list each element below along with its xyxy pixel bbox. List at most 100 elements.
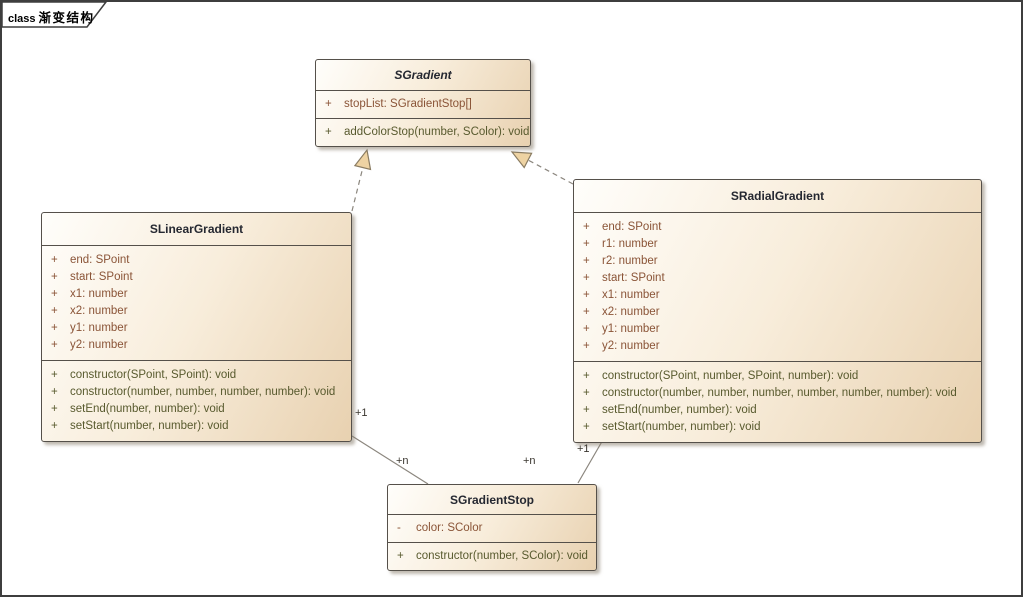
attribute-row: + stopList: SGradientStop[]	[316, 96, 530, 113]
diagram-title: 渐变结构	[38, 11, 95, 25]
member-text: constructor(SPoint, number, SPoint, numb…	[602, 370, 859, 382]
visibility-symbol: +	[51, 254, 58, 266]
realization-connector-linear[interactable]	[351, 148, 372, 212]
attribute-row: + x2: number	[42, 303, 351, 320]
member-text: stopList: SGradientStop[]	[344, 98, 472, 110]
class-box-sradialgradient[interactable]: SRadialGradient +end: SPoint+r1: number+…	[573, 179, 982, 443]
attributes-compartment: -color: SColor	[388, 515, 596, 543]
member-text: constructor(number, number, number, numb…	[70, 386, 336, 398]
operation-row: +setStart(number, number): void	[42, 418, 351, 435]
visibility-symbol: +	[51, 386, 58, 398]
member-text: r2: number	[602, 255, 658, 267]
member-text: addColorStop(number, SColor): void	[344, 126, 530, 138]
member-text: constructor(number, number, number, numb…	[602, 387, 957, 399]
member-text: end: SPoint	[602, 221, 662, 233]
attribute-row: + end: SPoint	[42, 252, 351, 269]
visibility-symbol: +	[51, 271, 58, 283]
attribute-row: + x1: number	[574, 287, 981, 304]
visibility-symbol: +	[397, 550, 404, 562]
operation-row: + setStart(number, number): void	[574, 419, 981, 436]
member-text: start: SPoint	[602, 272, 665, 284]
attribute-row: + y1: number	[42, 320, 351, 337]
operations-compartment: + addColorStop(number, SColor): void	[316, 119, 530, 146]
visibility-symbol: +	[325, 98, 332, 110]
attributes-compartment: +end: SPoint+start: SPoint+x1: number+x2…	[42, 246, 351, 361]
attribute-row: + r1: number	[574, 236, 981, 253]
visibility-symbol: +	[325, 126, 332, 138]
operations-compartment: + constructor(number, SColor): void	[388, 543, 596, 570]
visibility-symbol: +	[583, 387, 590, 399]
member-text: x1: number	[70, 288, 128, 300]
member-text: setEnd(number, number): void	[70, 403, 225, 415]
multiplicity-label: +n	[523, 455, 536, 467]
member-text: constructor(SPoint, SPoint): void	[70, 369, 237, 381]
operation-row: + setEnd(number, number): void	[42, 401, 351, 418]
operation-row: + addColorStop(number, SColor): void	[316, 124, 530, 141]
visibility-symbol: +	[51, 369, 58, 381]
operations-compartment: + constructor(SPoint, SPoint): void + const…	[42, 361, 351, 441]
member-text: constructor(number, SColor): void	[416, 550, 588, 562]
association-radial-stop[interactable]	[577, 437, 605, 484]
member-text: setEnd(number, number): void	[602, 404, 757, 416]
visibility-symbol: +	[583, 404, 590, 416]
attribute-row: + x1: number	[42, 286, 351, 303]
attribute-row: + start: SPoint	[574, 270, 981, 287]
member-text: x1: number	[602, 289, 660, 301]
attribute-row: + end: SPoint	[574, 219, 981, 236]
visibility-symbol: +	[583, 255, 590, 267]
attribute-row: + r2: number	[574, 253, 981, 270]
operations-compartment: + constructor(SPoint, number, SPoint, num…	[574, 362, 981, 442]
attribute-row: + x2: number	[574, 304, 981, 321]
association-linear-stop[interactable]	[351, 435, 429, 485]
realization-connector-radial[interactable]	[510, 151, 574, 185]
operation-row: + setEnd(number, number): void	[574, 402, 981, 419]
visibility-symbol: +	[51, 305, 58, 317]
visibility-symbol: +	[583, 323, 590, 335]
visibility-symbol: +	[583, 289, 590, 301]
member-text: y1: number	[602, 323, 660, 335]
member-text: x2: number	[602, 306, 660, 318]
class-title: SGradient	[316, 60, 530, 91]
attributes-compartment: + stopList: SGradientStop[]	[316, 91, 530, 119]
attributes-compartment: + end: SPoint + r1: number + r2: number + start…	[574, 213, 981, 362]
visibility-symbol: +	[583, 221, 590, 233]
member-text: y2: number	[70, 339, 128, 351]
member-text: setStart(number, number): void	[602, 421, 761, 433]
visibility-symbol: +	[583, 421, 590, 433]
class-box-sgradientstop[interactable]: SGradientStop -color: SColor + constructo…	[387, 484, 597, 571]
realization-arrowhead-icon	[510, 151, 533, 169]
operation-row: + constructor(SPoint, number, SPoint, num…	[574, 368, 981, 385]
member-text: x2: number	[70, 305, 128, 317]
attribute-row: -color: SColor	[388, 520, 596, 537]
visibility-symbol: +	[51, 288, 58, 300]
visibility-symbol: -	[397, 522, 401, 534]
visibility-symbol: +	[583, 306, 590, 318]
visibility-symbol: +	[583, 238, 590, 250]
member-text: end: SPoint	[70, 254, 130, 266]
operation-row: + constructor(SPoint, SPoint): void	[42, 367, 351, 384]
visibility-symbol: +	[583, 272, 590, 284]
member-text: setStart(number, number): void	[70, 420, 229, 432]
visibility-symbol: +	[51, 403, 58, 415]
member-text: y1: number	[70, 322, 128, 334]
multiplicity-label: +1	[355, 407, 368, 419]
class-box-slineargradient[interactable]: SLinearGradient +end: SPoint+start: SPoi…	[41, 212, 352, 442]
member-text: r1: number	[602, 238, 658, 250]
visibility-symbol: +	[583, 370, 590, 382]
operation-row: + constructor(number, SColor): void	[388, 548, 596, 565]
attribute-row: +start: SPoint	[42, 269, 351, 286]
visibility-symbol: +	[51, 322, 58, 334]
attribute-row: +y2: number	[574, 338, 981, 355]
class-box-sgradient[interactable]: SGradient + stopList: SGradientStop[] + ad…	[315, 59, 531, 147]
class-title: SRadialGradient	[574, 180, 981, 213]
multiplicity-label: +1	[577, 443, 590, 455]
frame-tab	[1, 1, 108, 28]
class-title: SGradientStop	[388, 485, 596, 515]
visibility-symbol: +	[51, 339, 58, 351]
attribute-row: + y2: number	[42, 337, 351, 354]
realization-arrowhead-icon	[353, 148, 372, 171]
operation-row: + constructor(number, number, number, num…	[574, 385, 981, 402]
